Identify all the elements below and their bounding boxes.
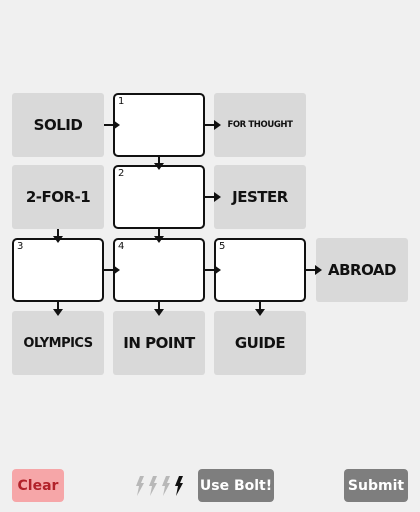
clue-2-for-1: 2-FOR-1 xyxy=(12,165,104,229)
answer-cell-4[interactable]: 4 xyxy=(113,238,205,302)
use-bolt-button[interactable]: Use Bolt! xyxy=(198,469,274,502)
clue-solid: SOLID xyxy=(12,93,104,157)
cell-number: 3 xyxy=(17,241,24,252)
arrow-right-icon xyxy=(205,265,221,275)
arrow-down-icon xyxy=(255,302,265,316)
answer-cell-1[interactable]: 1 xyxy=(113,93,205,157)
clue-in-point: IN POINT xyxy=(113,311,205,375)
cell-number: 1 xyxy=(118,96,125,107)
arrow-down-icon xyxy=(154,156,164,170)
cell-number: 2 xyxy=(118,168,125,179)
arrow-right-icon xyxy=(205,120,221,130)
submit-button[interactable]: Submit xyxy=(344,469,408,502)
arrow-down-icon xyxy=(53,302,63,316)
clue-for-thought: FOR THOUGHT xyxy=(214,93,306,157)
clue-abroad: ABROAD xyxy=(316,238,408,302)
answer-cell-5[interactable]: 5 xyxy=(214,238,306,302)
arrow-down-icon xyxy=(154,229,164,243)
arrow-down-icon xyxy=(53,229,63,243)
cell-number: 5 xyxy=(219,241,226,252)
arrow-right-icon xyxy=(306,265,322,275)
clear-button[interactable]: Clear xyxy=(12,469,64,502)
bolts-remaining-indicator xyxy=(136,476,183,496)
answer-cell-2[interactable]: 2 xyxy=(113,165,205,229)
clue-olympics: OLYMPICS xyxy=(12,311,104,375)
cell-number: 4 xyxy=(118,241,125,252)
arrow-down-icon xyxy=(154,302,164,316)
bolt-icon xyxy=(175,476,183,496)
bolt-used-icon xyxy=(136,476,144,496)
bolt-used-icon xyxy=(162,476,170,496)
answer-cell-3[interactable]: 3 xyxy=(12,238,104,302)
clue-jester: JESTER xyxy=(214,165,306,229)
bolt-used-icon xyxy=(149,476,157,496)
clue-guide: GUIDE xyxy=(214,311,306,375)
arrow-right-icon xyxy=(104,120,120,130)
arrow-right-icon xyxy=(104,265,120,275)
arrow-right-icon xyxy=(205,192,221,202)
